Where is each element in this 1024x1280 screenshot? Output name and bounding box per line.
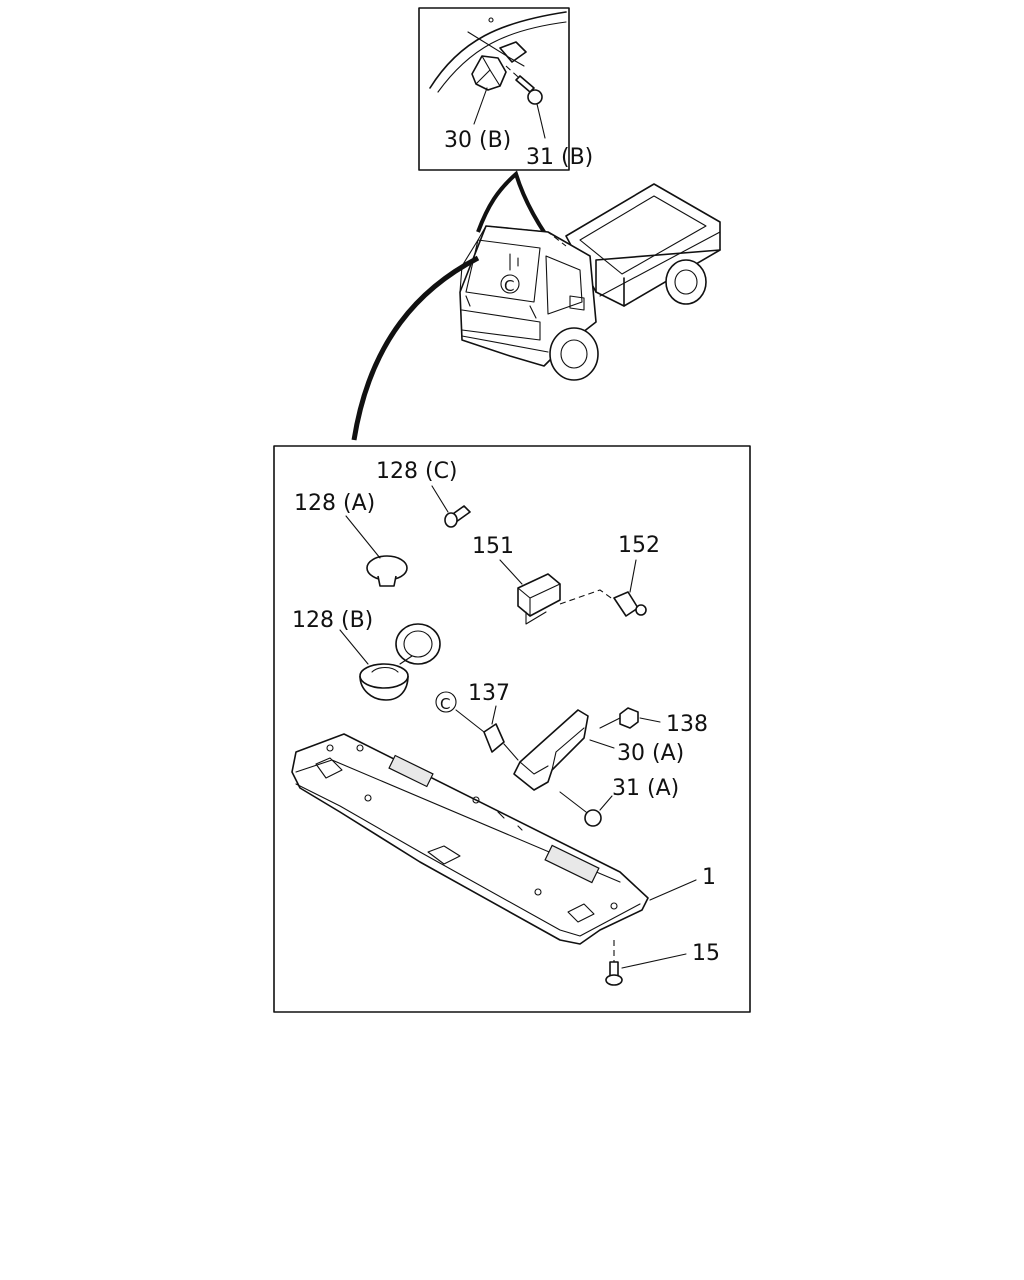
- detail-inset-b: 30 (B) 31 (B): [418, 7, 593, 171]
- part-128a-clip: [345, 515, 408, 587]
- part-15-screw: [605, 940, 687, 986]
- main-frame: [273, 445, 751, 1013]
- callout-30b: 30 (B): [444, 128, 511, 153]
- location-marker-c: C: [500, 253, 520, 295]
- part-137-lamp: [483, 705, 505, 753]
- part-138-nut: [599, 707, 661, 729]
- part-152-bulb: [613, 559, 647, 617]
- callout-151: 151: [472, 534, 514, 559]
- callout-128c: 128 (C): [376, 459, 458, 484]
- callout-128a: 128 (A): [294, 491, 375, 516]
- inset-frame: [418, 7, 570, 171]
- callout-152: 152: [618, 533, 660, 558]
- main-connector: [351, 255, 480, 441]
- callout-30a: 30 (A): [617, 741, 684, 766]
- part-128c-screw: [431, 485, 471, 528]
- callout-15: 15: [692, 941, 720, 966]
- callout-138: 138: [666, 712, 708, 737]
- screw-31b: [505, 65, 543, 105]
- callout-137: 137: [468, 681, 510, 706]
- truck-illustration: C: [459, 183, 721, 381]
- part-151-connector: [499, 559, 615, 625]
- callout-1: 1: [702, 865, 716, 890]
- main-panel: 128 (C) 128 (A) 151 152: [273, 445, 751, 1013]
- callout-31a: 31 (A): [612, 776, 679, 801]
- bracket-30b: [471, 41, 527, 91]
- marker-c-panel-label: C: [440, 695, 450, 713]
- callout-128b: 128 (B): [292, 608, 373, 633]
- part-128b-socket: [339, 623, 441, 701]
- part-1-panel: [291, 733, 697, 945]
- part-31a-screw: [559, 791, 613, 827]
- part-30a-bracket: [503, 709, 615, 791]
- callout-31b: 31 (B): [526, 145, 593, 170]
- marker-c-panel: C: [435, 691, 485, 733]
- marker-c-label: C: [504, 277, 514, 295]
